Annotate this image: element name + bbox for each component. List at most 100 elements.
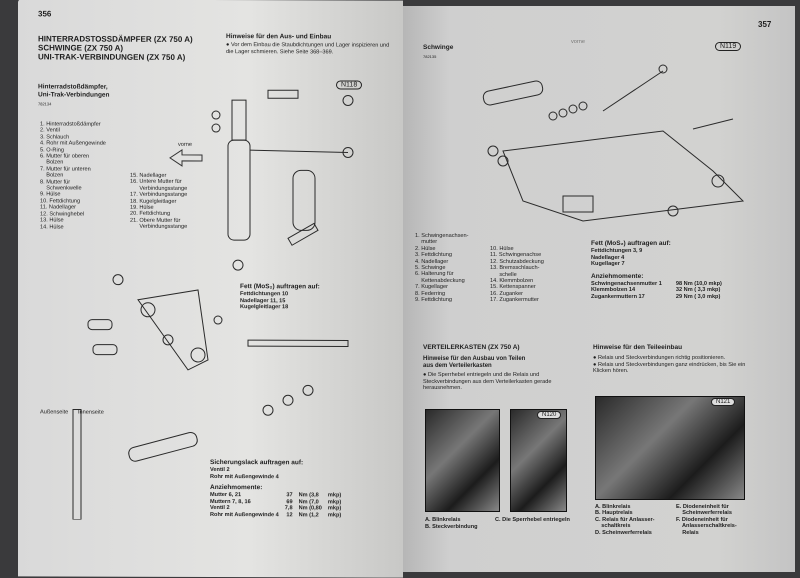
note-item: ● Vor dem Einbau die Staubdichtungen und…: [226, 42, 390, 56]
torque-unit: Nm (1,2: [298, 512, 319, 519]
part-item: 13. Bremsschlauch-: [490, 265, 540, 272]
part-item: Verbindungsstange: [130, 223, 188, 231]
part-item: 10. Hülse: [490, 246, 514, 252]
section2-title: VERTEILERKASTEN (ZX 750 A): [423, 344, 520, 351]
grease-item: Kugelgleitlager 18: [240, 304, 289, 311]
caption: A. Blinkrelais: [425, 517, 461, 523]
part-item: 17. Verbindungsstange: [130, 191, 188, 199]
note-text: Vor dem Einbau die Staubdichtungen und L…: [226, 42, 390, 56]
part-item: 16. Zuganker: [490, 290, 523, 297]
torque-value: 37: [286, 492, 293, 499]
photo1-caption-c: C. Die Sperrhebel entriegeln: [495, 517, 570, 523]
torque-unit: Nm (3,8: [298, 492, 319, 499]
part-item: 8. Federring: [415, 290, 446, 297]
caption: E. Diodeneinheit für: [676, 504, 729, 510]
locktite-item: Rohr mit Außengewinde 4: [210, 473, 279, 480]
torque-value: 32 Nm ( 3,3 mkp): [675, 287, 721, 294]
page-number: 357: [758, 20, 772, 29]
notes-heading: Hinweise für den Aus- und Einbau: [226, 33, 332, 41]
install-heading: Hinweise für den Teileeinbau: [593, 344, 683, 351]
grease-item: Fettdichtungen 3, 9: [591, 248, 643, 254]
subtitle-line: Uni-Trak-Verbindungen: [38, 91, 110, 99]
part-item: 6. Halterung für: [415, 271, 454, 278]
torque-part: Schwingenachsenmutter 1: [591, 280, 662, 287]
note-text: Relais und Steckverbindungen richtig pos…: [597, 355, 726, 361]
torque-heading: Anziehmomente:: [591, 272, 644, 280]
figure-badge: N119: [715, 42, 742, 51]
torque-part: Rohr mit Außengewinde 4: [210, 511, 279, 519]
heading-line: aus dem Verteilerkasten: [423, 363, 492, 369]
part-item: 3. Fettdichtung: [415, 252, 453, 259]
locktite-spec: Sicherungslack auftragen auf: Ventil 2 R…: [210, 459, 390, 519]
photo-relay-right: [510, 409, 567, 512]
torque-row: Schwingenachsenmutter 1 98 Nm (10,0 mkp): [591, 281, 728, 288]
section-title: Schwinge: [423, 44, 454, 51]
grease-item: Nadellager 4: [591, 254, 625, 261]
part-item: 14. Klemmbolzen: [490, 278, 534, 285]
title-line: UNI-TRAK-VERBINDUNGEN (ZX 750 A): [38, 52, 186, 62]
caption: B. Hauptrelais: [595, 510, 633, 517]
install-note: ● Relais und Steckverbindungen ganz eind…: [593, 361, 746, 375]
inner-side-label: Innenseite: [78, 409, 104, 416]
page-number: 356: [38, 9, 52, 19]
caption: Scheinwerferrelais: [676, 510, 732, 517]
part-item: 15. Kettenspanner: [490, 284, 536, 291]
exploded-diagram-linkage: [72, 274, 349, 521]
part-item: mutter: [415, 239, 438, 246]
torque-value: 29 Nm ( 3,0 mkp): [675, 293, 721, 300]
figure-code: 782135: [423, 54, 437, 59]
removal-note: ● Die Sperrhebel entriegeln und die Rela…: [423, 372, 552, 392]
figure-subtitle: Hinterradstoßdämpfer,Uni-Trak-Verbindung…: [38, 83, 110, 99]
part-item: 12. Schutzabdeckung: [490, 258, 544, 265]
grease-spec: Fett (MoS₂) auftragen auf: Fettdichtunge…: [240, 283, 320, 311]
part-item: 14. Hülse: [40, 223, 64, 230]
direction-label: vorne: [571, 39, 585, 45]
grease-item: Kugellager 7: [591, 261, 625, 268]
chapter-title: HINTERRADSTOSSDÄMPFER (ZX 750 A) SCHWING…: [38, 34, 193, 62]
torque-part: Klemmbolzen 14: [591, 287, 636, 294]
exploded-diagram-shock: [211, 89, 354, 271]
outer-side-label: Außenseite: [40, 409, 69, 416]
part-item: 4. Nadellager: [415, 258, 449, 265]
subtitle-line: Hinterradstoßdämpfer,: [38, 83, 108, 91]
torque-row: Zugankermuttern 17 29 Nm ( 3,0 mkp): [591, 294, 728, 301]
part-item: 1. Schwingenachsen-: [415, 233, 469, 239]
part-item: 7. Kugellager: [415, 284, 448, 291]
part-item: schelle: [490, 271, 517, 278]
figure-code: 782134: [38, 101, 52, 107]
figure-badge: N120: [537, 411, 562, 419]
install-notes: ● Relais und Steckverbindungen richtig p…: [593, 355, 753, 375]
torque-value: 98 Nm (10,0 mkp): [675, 280, 722, 287]
torque-row: Rohr mit Außengewinde 4 12 Nm (1,2 mkp): [210, 512, 347, 519]
part-item: 9. Fettdichtung: [415, 297, 453, 304]
part-item: 2. Hülse: [415, 245, 436, 252]
install-note: ● Relais und Steckverbindungen richtig p…: [593, 355, 726, 361]
part-item: 5. Schwinge: [415, 265, 446, 272]
torque-alt: mkp): [327, 512, 342, 519]
left-page: 356 HINTERRADSTOSSDÄMPFER (ZX 750 A) SCH…: [18, 0, 403, 578]
torque-part: Zugankermuttern 17: [591, 293, 645, 300]
torque-row: Klemmbolzen 14 32 Nm ( 3,3 mkp): [591, 287, 728, 294]
grease-heading: Fett (MoS₂) auftragen auf:: [591, 240, 671, 247]
grease-heading: Fett (MoS₂) auftragen auf:: [240, 283, 320, 291]
caption: Anlasserschaltkreis-: [676, 523, 737, 530]
right-page: 357 Schwinge 782135 vorne N119 1. Schwin…: [403, 6, 795, 572]
caption: C. Relais für Anlasser-: [595, 516, 655, 523]
exploded-diagram-swingarm: [482, 64, 745, 222]
direction-arrow-icon: [169, 148, 203, 167]
caption: F. Diodeneinheit für: [676, 516, 728, 523]
part-item: 4. Rohr mit Außengewinde: [40, 140, 106, 147]
grease-spec: Fett (MoS₂) auftragen auf: Fettdichtunge…: [591, 240, 728, 301]
torque-value: 12: [286, 512, 293, 519]
caption: A. Blinkrelais: [595, 504, 631, 510]
part-item: 11. Schwingenachse: [490, 252, 542, 259]
photo-junction-box: [595, 396, 745, 500]
